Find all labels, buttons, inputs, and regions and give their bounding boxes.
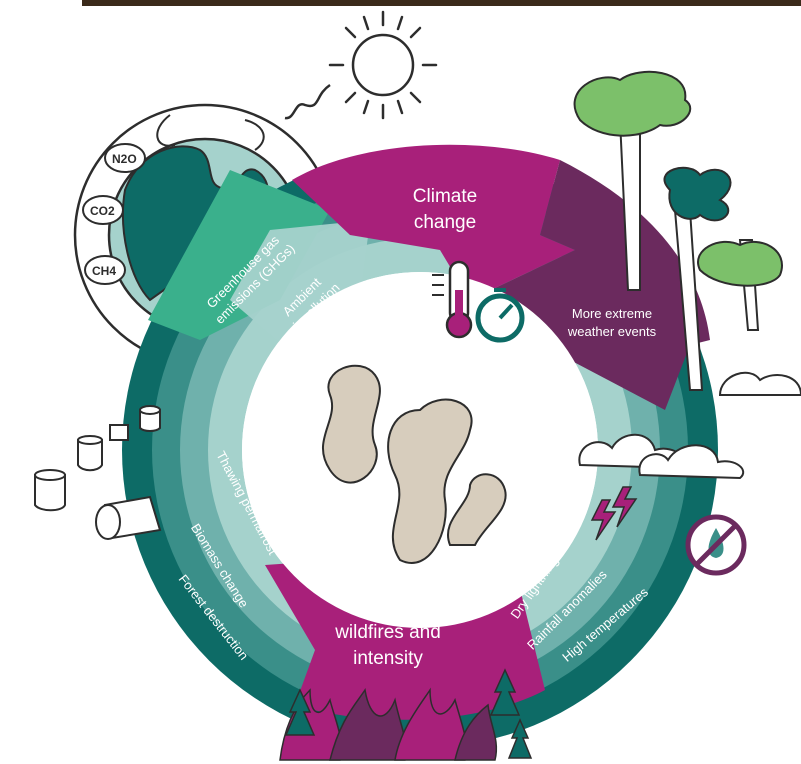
sun-icon (284, 10, 438, 120)
climate-change-label-line1: Climate (413, 186, 477, 207)
timer-icon (475, 288, 525, 343)
smoke-icon (322, 364, 507, 564)
ghg-molecules: CH4 CO2 N2O (82, 143, 146, 285)
log-icon (95, 495, 162, 540)
molecule-n2o: N2O (112, 152, 137, 166)
extreme-weather-segment (470, 160, 710, 410)
climate-change-segment (292, 144, 575, 300)
molecule-co2: CO2 (90, 204, 115, 218)
wildfire-label-line2: wildfires and (334, 622, 441, 643)
cloud-icon (578, 433, 745, 480)
tree-stumps-icon (34, 405, 161, 512)
wildfire-label-line1: Increased (346, 596, 429, 617)
thermometer-icon (432, 260, 473, 339)
photo-strip (82, 0, 801, 6)
no-rain-icon (685, 514, 747, 576)
lightning-icon (590, 486, 638, 541)
molecule-ch4: CH4 (92, 264, 116, 278)
extreme-weather-label-line1: More extreme (572, 306, 652, 321)
wildfire-label-line3: intensity (353, 648, 423, 669)
extreme-weather-label-line2: weather events (567, 324, 657, 339)
ghg-emissions-segment (148, 170, 330, 340)
climate-change-label-line2: change (414, 212, 476, 233)
small-tree-icon (284, 668, 533, 759)
tree-icon (573, 70, 801, 396)
fire-icon (279, 687, 498, 761)
